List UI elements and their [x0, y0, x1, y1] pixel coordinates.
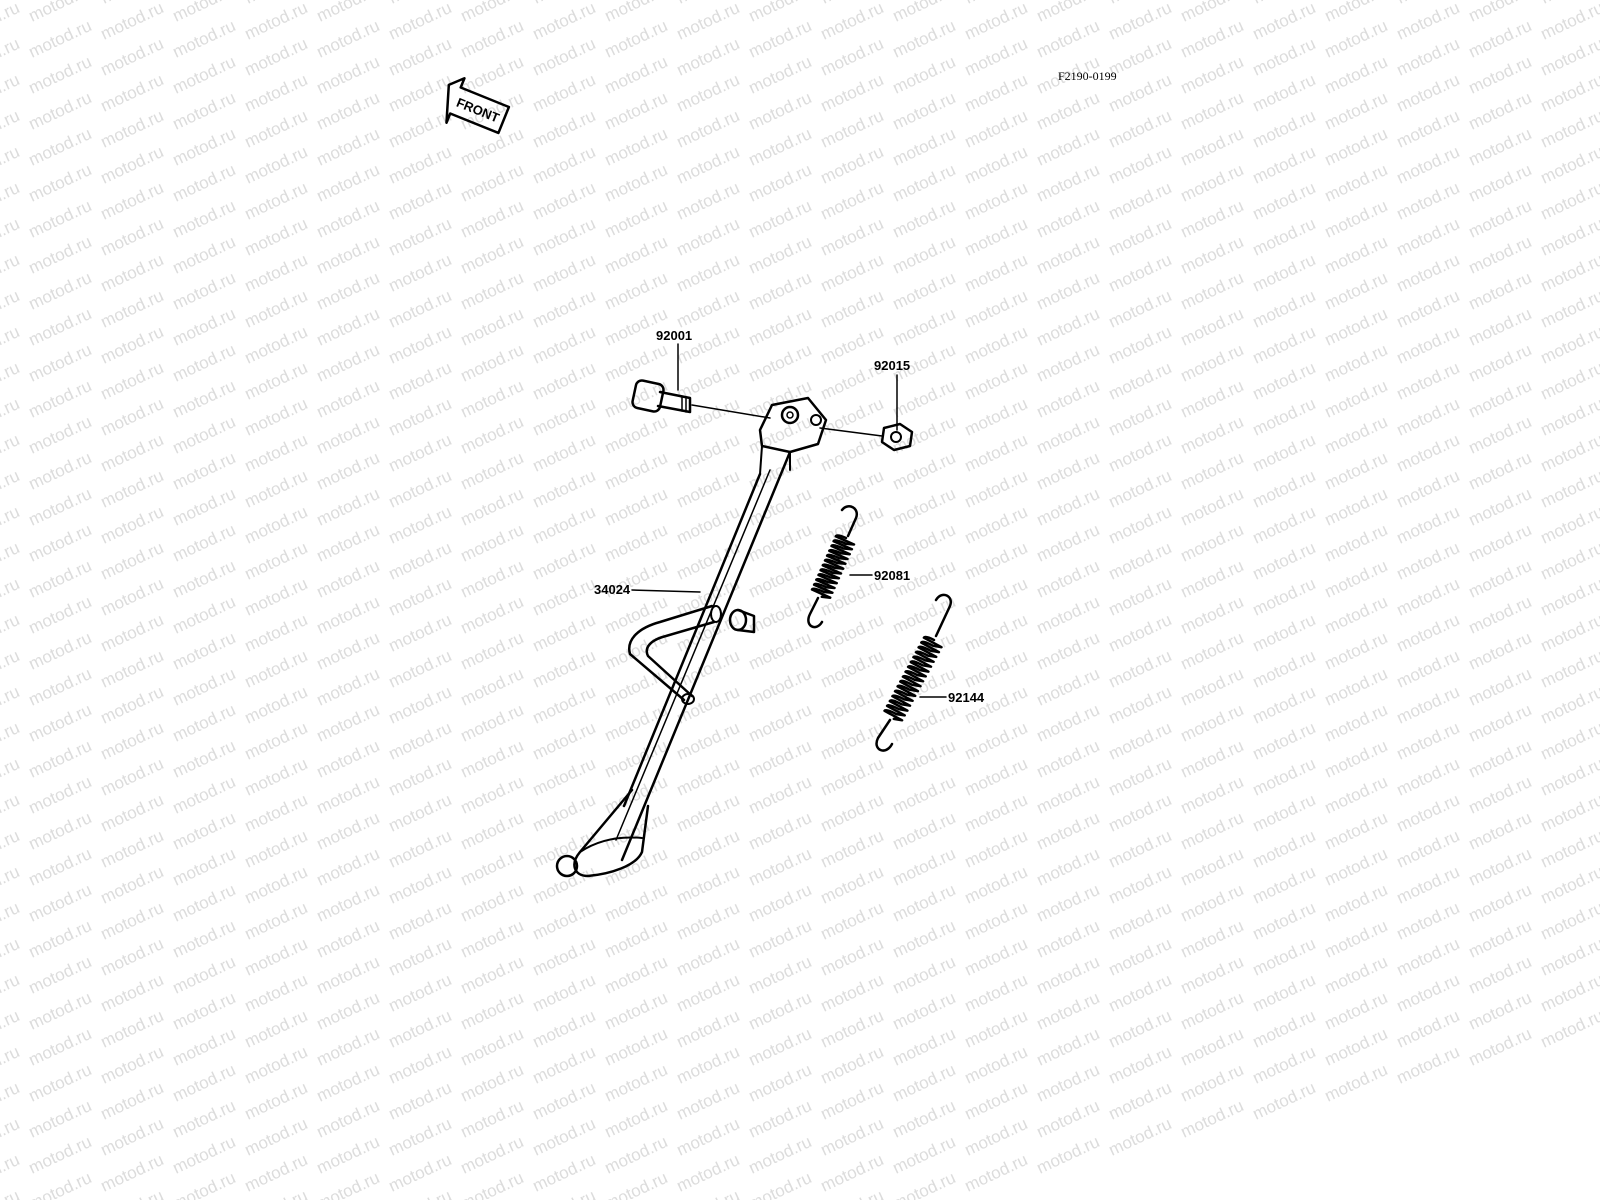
part-label-92001: 92001: [656, 328, 692, 343]
diagram-code: F2190-0199: [1058, 69, 1117, 83]
side-stand-34024: [555, 396, 828, 878]
part-label-34024: 34024: [594, 582, 631, 597]
part-label-92144: 92144: [948, 690, 985, 705]
spring-92081: [807, 505, 859, 629]
nut-92015: [880, 422, 914, 452]
part-label-92081: 92081: [874, 568, 910, 583]
bolt-92001: [631, 379, 692, 414]
spring-92144: [875, 593, 953, 752]
part-labels: 92001 92015 34024 92081 92144: [594, 328, 985, 705]
leader-lines: [631, 343, 947, 698]
watermark-text: motod.ru: [0, 1186, 22, 1200]
assembly-lines: [691, 404, 883, 437]
part-label-92015: 92015: [874, 358, 910, 373]
